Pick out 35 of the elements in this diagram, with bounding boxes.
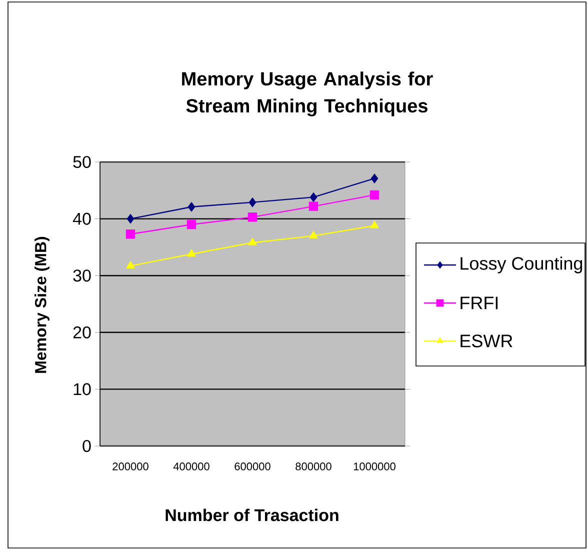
point: [370, 190, 380, 200]
legend-label: Lossy Counting: [460, 256, 582, 274]
y-tick-label: 0: [82, 440, 91, 452]
point: [188, 202, 196, 212]
point: [308, 202, 318, 211]
legend-entry: Lossy Counting: [424, 256, 582, 274]
point: [126, 261, 135, 269]
legend-entry: FRFI: [424, 296, 498, 310]
x-tick-label: 800000: [296, 462, 332, 470]
point: [186, 220, 196, 230]
y-tick-label: 30: [73, 270, 91, 282]
point: [370, 174, 378, 184]
y-tick-label: 50: [73, 156, 91, 168]
point: [126, 214, 134, 224]
legend-entry: ESWR: [424, 334, 512, 348]
x-tick-label: 200000: [112, 462, 148, 470]
chart-title: Memory Usage Analysis for Stream Mining Techniques: [182, 72, 433, 116]
point: [370, 221, 379, 228]
legend-label: ESWR: [460, 334, 512, 348]
point: [310, 192, 318, 202]
point: [248, 238, 257, 246]
axis-title: Memory Size (MB): [34, 236, 50, 373]
axis-title: Number of Trasaction: [166, 508, 338, 522]
legend-label: FRFI: [460, 296, 498, 310]
y-tick-label: 10: [74, 383, 91, 396]
point: [248, 198, 256, 207]
point: [187, 249, 196, 257]
x-tick-label: 400000: [173, 462, 210, 470]
point: [309, 231, 318, 238]
point: [248, 212, 258, 222]
x-tick-label: 1000000: [354, 462, 396, 470]
point: [126, 230, 136, 239]
x-tick-label: 600000: [234, 462, 270, 470]
y-tick-label: 20: [73, 326, 91, 338]
y-tick-label: 40: [72, 212, 91, 225]
